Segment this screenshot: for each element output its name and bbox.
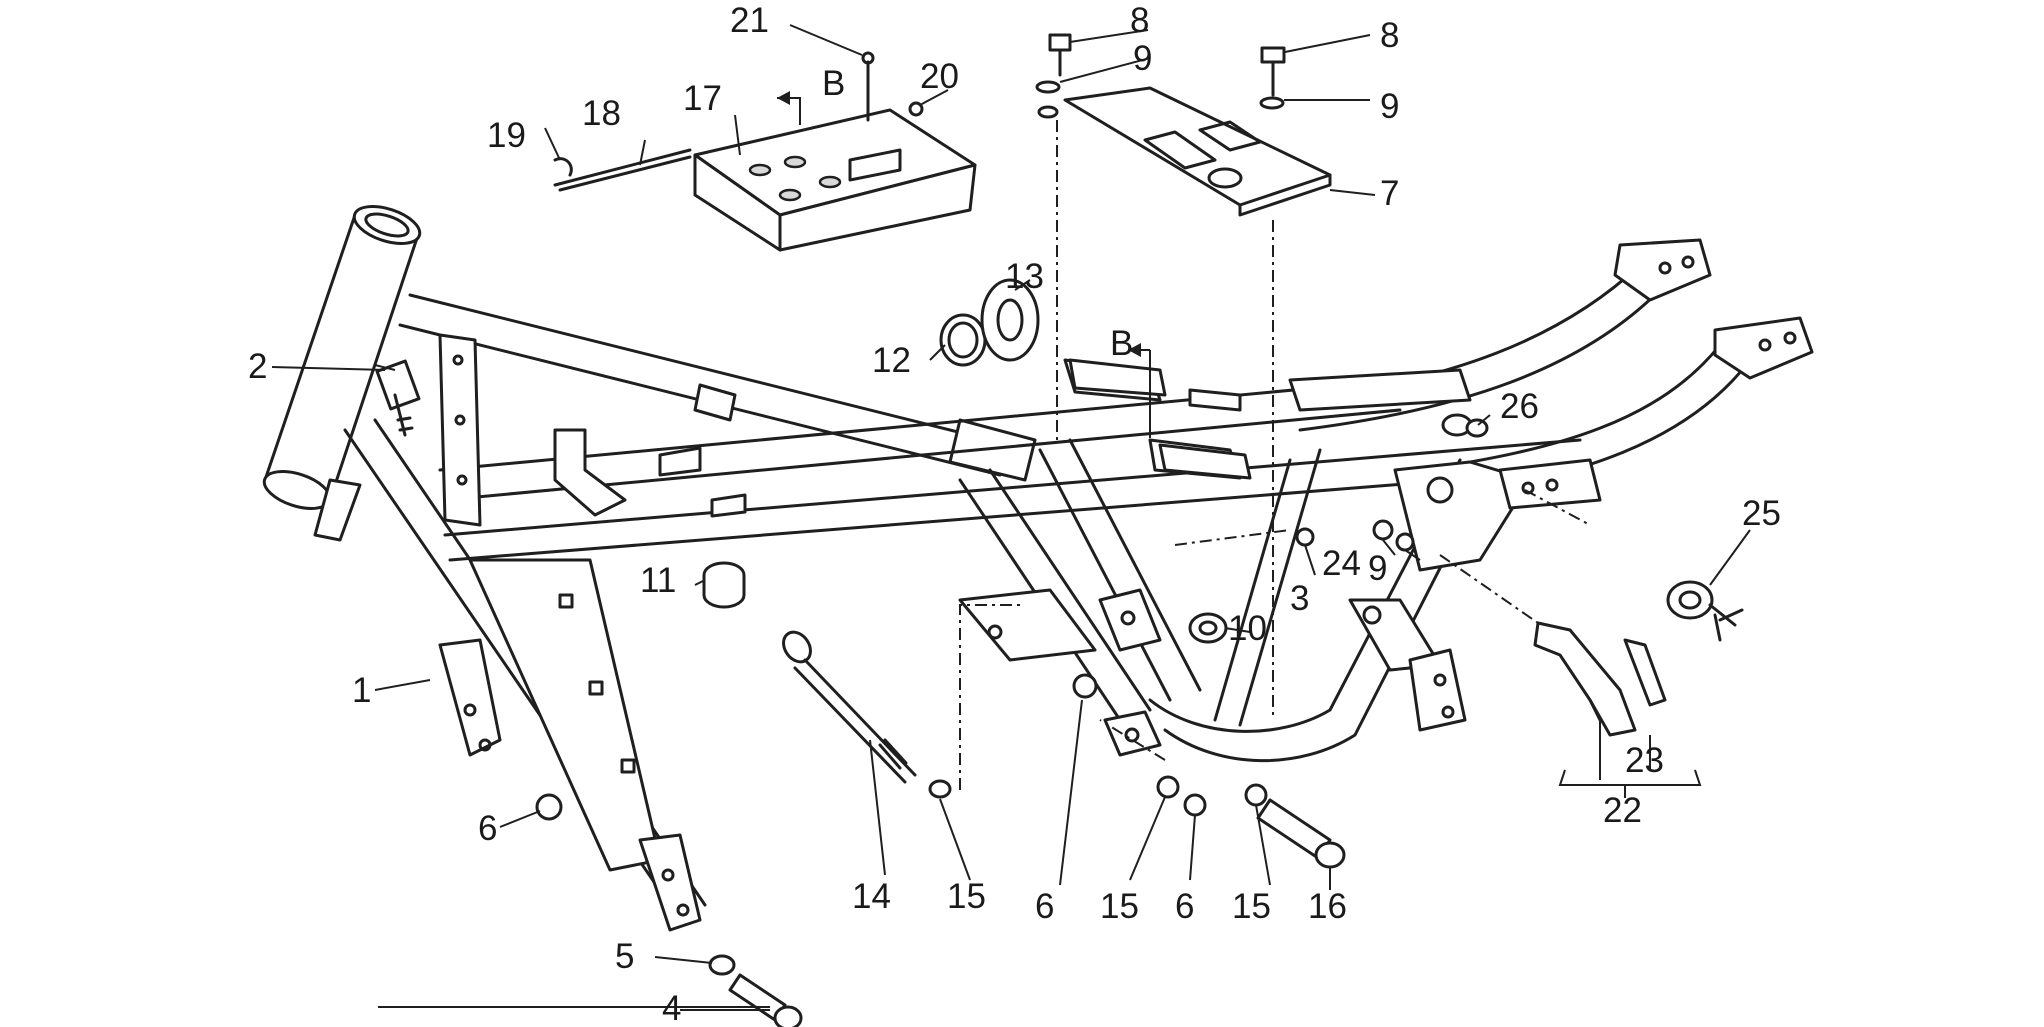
callout-15c: 15 [1232, 887, 1271, 926]
grommet [980, 278, 1040, 362]
callout-2: 2 [248, 347, 267, 386]
nut-3 [1295, 527, 1315, 547]
callout-13: 13 [1005, 257, 1044, 296]
side-stand-switch [1533, 621, 1667, 737]
centre-down-tubes [958, 438, 1322, 727]
spring-clip [939, 313, 987, 367]
steering-lock [375, 359, 421, 437]
loose-parts [375, 33, 1744, 1027]
callout-3: 3 [1290, 579, 1309, 618]
rubber-pads [1068, 358, 1252, 480]
spacer [1188, 612, 1228, 644]
long-bolt [782, 630, 952, 799]
callout-24: 24 [1322, 544, 1361, 583]
callout-22: 22 [1603, 791, 1642, 830]
battery-tray [693, 108, 977, 252]
centre-lines [959, 120, 1591, 790]
callout-10: 10 [1228, 609, 1267, 648]
callout-14: 14 [852, 877, 891, 916]
section-markers: B B [777, 64, 1141, 363]
head-side-plate [438, 333, 482, 527]
callout-20: 20 [920, 57, 959, 96]
lower-fasteners [1072, 673, 1346, 869]
front-downtube [343, 418, 707, 932]
seat-lock [1666, 580, 1744, 642]
engine-mount-plates [958, 588, 1162, 757]
callout-9c: 9 [1368, 549, 1387, 588]
battery-rod [553, 148, 692, 192]
callout-26: 26 [1500, 387, 1539, 426]
head-lug [313, 478, 362, 542]
callout-4: 4 [662, 989, 681, 1027]
callout-15b: 15 [1100, 887, 1139, 926]
section-marker-b-top: B [822, 64, 845, 103]
callout-16: 16 [1308, 887, 1347, 926]
section-marker-b-mid: B [1110, 324, 1133, 363]
callout-7: 7 [1380, 174, 1399, 213]
callout-6a: 6 [478, 809, 497, 848]
callout-17: 17 [683, 79, 722, 118]
rubber-bushing [702, 561, 746, 609]
leader-lines [271, 24, 1751, 1011]
nut-24 [1372, 519, 1415, 552]
callout-12: 12 [872, 341, 911, 380]
buffer-26 [1441, 413, 1489, 438]
callout-8b: 8 [1380, 16, 1399, 55]
upper-rail [398, 293, 1037, 482]
steering-head-tube [262, 205, 422, 510]
rear-cross-bracket [1288, 368, 1602, 510]
callout-5: 5 [615, 937, 634, 976]
tool-tray [1035, 33, 1332, 217]
callout-25: 25 [1742, 494, 1781, 533]
callout-numbers: 1 2 3 4 5 6 6 6 7 8 8 9 9 9 10 11 12 13 … [248, 1, 1781, 1027]
lower-cradle [1148, 458, 1532, 763]
frame-assembly [262, 205, 1814, 932]
callout-23: 23 [1625, 741, 1664, 780]
callout-1: 1 [352, 671, 371, 710]
callout-6b: 6 [1035, 887, 1054, 926]
callout-15a: 15 [947, 877, 986, 916]
section-arrow-top [777, 91, 790, 105]
battery-bolt [861, 51, 924, 122]
front-fasteners [535, 793, 803, 1027]
callout-21: 21 [730, 1, 769, 40]
callout-6c: 6 [1175, 887, 1194, 926]
section-arrow-mid [1128, 343, 1141, 357]
callout-11: 11 [640, 561, 676, 600]
callout-8a: 8 [1130, 1, 1149, 40]
rear-rails [1298, 238, 1814, 502]
callout-18: 18 [582, 94, 621, 133]
callout-19: 19 [487, 116, 526, 155]
callout-9b: 9 [1380, 87, 1399, 126]
callout-9a: 9 [1133, 39, 1152, 78]
